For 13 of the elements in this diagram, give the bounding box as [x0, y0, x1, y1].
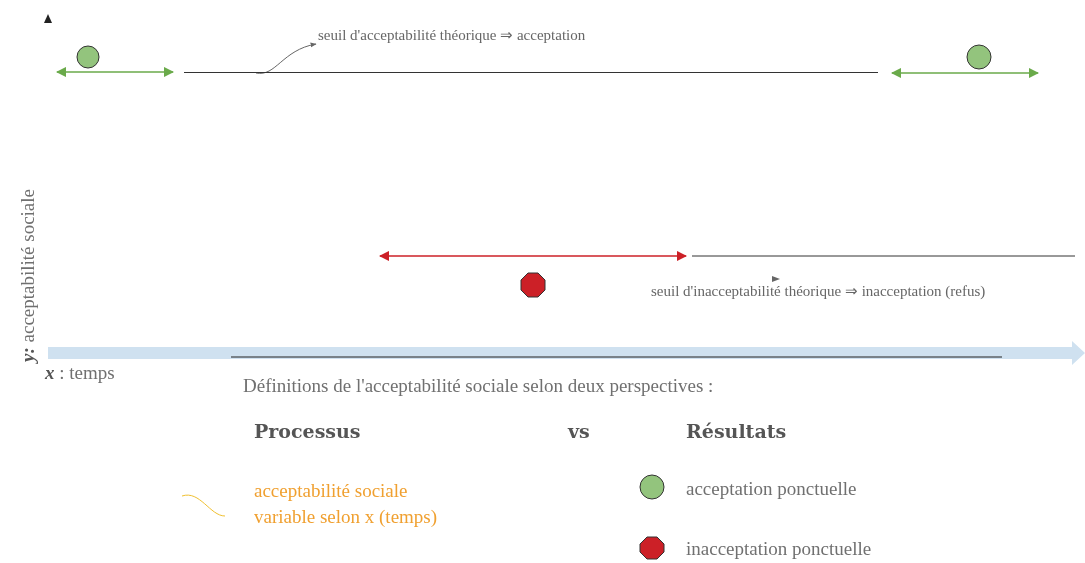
legend-text: inacceptation ponctuelle: [686, 538, 872, 560]
axis-label: x : temps: [45, 362, 115, 384]
leader-line: [255, 42, 317, 74]
column-heading: vs: [568, 420, 590, 442]
heading: Définitions de l'acceptabilité sociale selon deux perspectives :: [243, 375, 714, 397]
legend-text: acceptabilité sociale variable selon x (temps): [254, 479, 439, 529]
threshold-label: seuil d'inacceptabilité théorique ⇒ inacceptation (refus): [651, 282, 986, 300]
threshold-line: [184, 72, 878, 73]
column-heading: Processus: [254, 420, 361, 442]
legend-text: acceptation ponctuelle: [686, 478, 857, 500]
column-heading: Résultats: [686, 420, 787, 442]
axis-label: y: acceptabilité sociale: [17, 189, 39, 362]
threshold-label: seuil d'acceptabilité théorique ⇒ acceptation: [318, 26, 586, 44]
